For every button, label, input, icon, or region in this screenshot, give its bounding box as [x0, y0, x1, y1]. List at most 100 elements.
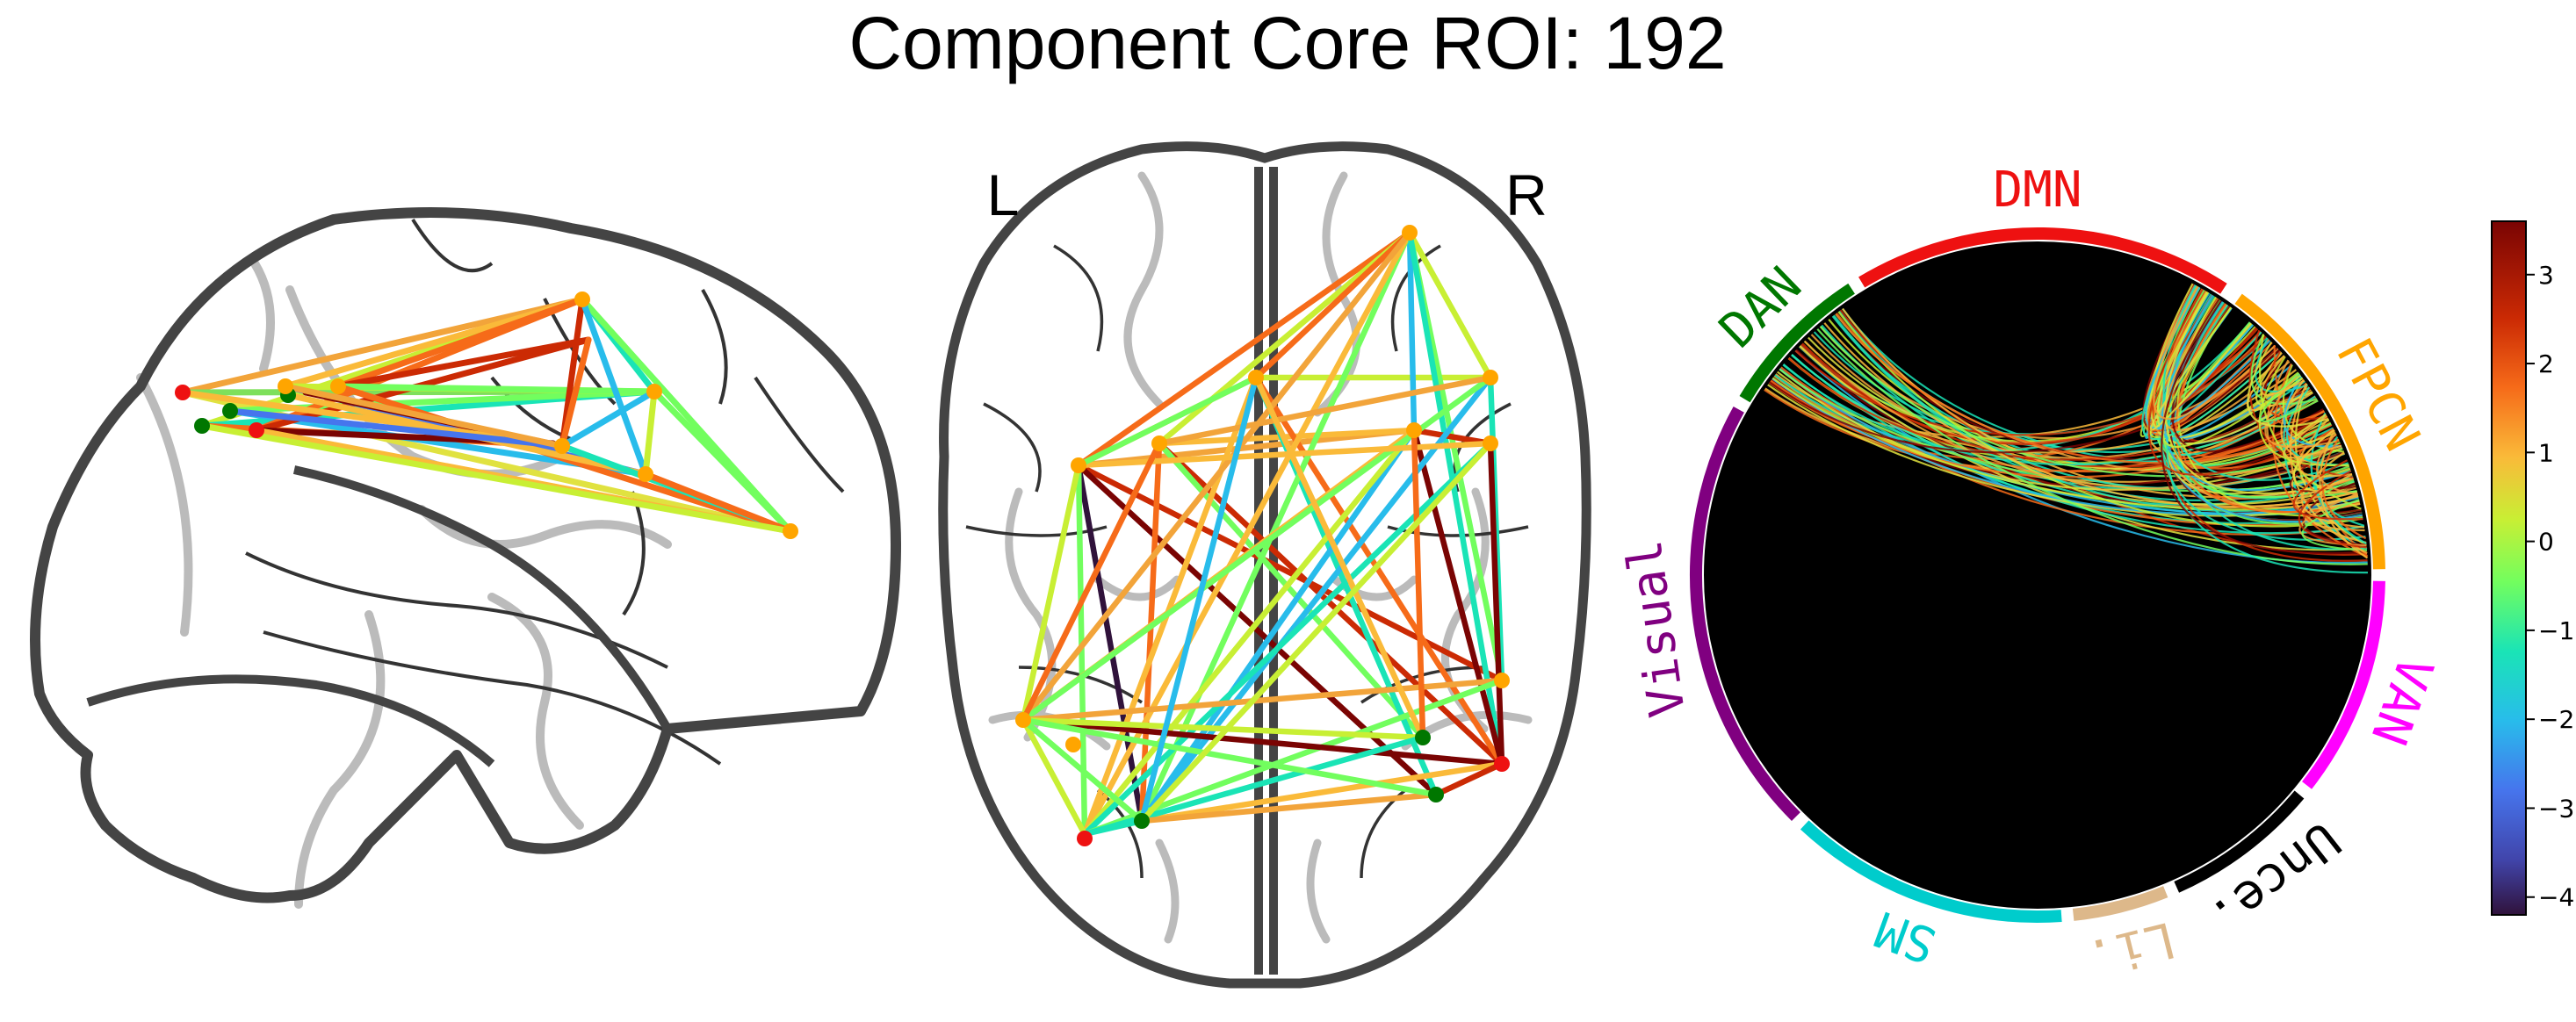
- colorbar: 3 2 1 0 −1 −2 −3 −4: [2491, 220, 2574, 916]
- axial-edges: [1020, 229, 1505, 838]
- connectogram-chord: [2163, 298, 2291, 431]
- network-label-dmn: DMN: [1993, 162, 2082, 219]
- network-arc-unce: [2174, 790, 2305, 893]
- connectogram-chord: [2247, 341, 2329, 428]
- colorbar-tick-label: 0: [2538, 528, 2554, 557]
- connectogram-chord: [2264, 372, 2340, 449]
- node-fpcn: [1406, 422, 1422, 438]
- connectogram-chord: [2292, 459, 2363, 521]
- node-fpcn: [554, 438, 570, 454]
- node-dan: [1415, 730, 1431, 745]
- node-fpcn: [1402, 225, 1418, 241]
- connectogram-chord: [2250, 334, 2318, 406]
- network-arc-dan: [1739, 283, 1855, 403]
- network-arc-van: [2302, 580, 2385, 789]
- network-label-sm: SM: [1868, 900, 1944, 974]
- node-fpcn: [1071, 457, 1086, 473]
- colorbar-tick-label: −4: [2538, 883, 2574, 912]
- connectogram-chord: [1837, 311, 2363, 528]
- connectogram-chords: [1764, 283, 2369, 574]
- connectogram-chord: [2163, 294, 2352, 492]
- connectogram-chord: [1816, 328, 2368, 565]
- colorbar-tick-label: −1: [2538, 616, 2574, 645]
- sagittal-nodes: [175, 291, 798, 539]
- figure-title: Component Core ROI: 192: [848, 2, 1726, 84]
- node-dan: [1134, 813, 1150, 829]
- connectogram-chord: [2255, 337, 2308, 392]
- node-dmn: [249, 422, 264, 438]
- network-arc-visual: [1690, 407, 1800, 822]
- connectogram-chord: [2310, 412, 2367, 545]
- connectogram-chord: [2142, 283, 2278, 433]
- node-dan: [222, 403, 238, 419]
- node-fpcn: [646, 384, 662, 399]
- network-arcs: [1690, 227, 2385, 923]
- connectogram-chord: [2261, 355, 2305, 396]
- connectogram-chord: [1828, 319, 2332, 471]
- connectogram-chord: [1803, 340, 2345, 490]
- connectogram-chord: [2259, 372, 2319, 422]
- node-dan: [194, 418, 210, 434]
- connectogram-chord: [2283, 376, 2342, 448]
- node-fpcn: [1151, 435, 1167, 451]
- connectogram-chord: [2153, 285, 2277, 420]
- connectogram-disc: [1704, 241, 2371, 909]
- connectogram-chord: [2263, 350, 2327, 421]
- colorbar-tick-label: −2: [2538, 705, 2574, 734]
- connectogram-chord: [1836, 313, 2332, 464]
- connectogram-chord: [2321, 438, 2367, 540]
- colorbar-gradient: [2491, 220, 2527, 916]
- network-label-li: Li.: [2081, 910, 2181, 988]
- connectogram-chord: [2149, 306, 2252, 431]
- connectogram-chord: [2161, 299, 2368, 555]
- colorbar-tick-label: 3: [2538, 261, 2554, 290]
- connectogram-chord: [2316, 433, 2358, 496]
- axial-outline: [938, 141, 1591, 989]
- network-arc-fpcn: [2234, 293, 2385, 570]
- axial-brain-view: L R: [938, 141, 1591, 989]
- connectogram-chord: [1819, 326, 2341, 478]
- colorbar-tick-label: 2: [2538, 349, 2554, 378]
- sagittal-sylvian: [292, 465, 672, 731]
- hemisphere-label-left: L: [987, 162, 1020, 227]
- sagittal-cerebellum-line: [86, 674, 495, 767]
- connectogram-chord: [1777, 371, 2341, 491]
- node-fpcn: [1248, 370, 1264, 385]
- node-fpcn: [1065, 737, 1081, 752]
- connectogram-chord: [2164, 291, 2354, 495]
- node-fpcn: [1015, 712, 1031, 728]
- node-dmn: [1077, 831, 1093, 846]
- node-fpcn: [638, 466, 653, 482]
- connectogram-chord: [2162, 284, 2349, 481]
- connectogram-chord: [2283, 414, 2342, 459]
- connectogram-chord: [1794, 335, 2267, 436]
- axial-fine-lines: [965, 244, 1529, 879]
- sagittal-brain-view: [30, 207, 901, 909]
- network-label-dan: DAN: [1709, 256, 1813, 359]
- sagittal-outline: [30, 207, 901, 903]
- node-dmn: [1494, 756, 1510, 772]
- connectogram-chord: [2147, 288, 2335, 476]
- network-arc-li: [2072, 886, 2168, 921]
- node-fpcn: [330, 378, 346, 394]
- node-fpcn: [278, 378, 293, 394]
- network-arc-sm: [1800, 820, 2062, 923]
- node-dan: [1428, 787, 1444, 802]
- connectogram-chord: [2301, 498, 2368, 551]
- network-label-visual: Visual: [1616, 536, 1698, 720]
- node-fpcn: [1494, 673, 1510, 688]
- sagittal-sulci: [136, 259, 672, 909]
- node-fpcn: [1483, 370, 1498, 385]
- network-arc-dmn: [1858, 227, 2227, 294]
- sagittal-edges: [179, 296, 794, 535]
- colorbar-ticks: 3 2 1 0 −1 −2 −3 −4: [2526, 261, 2574, 912]
- node-fpcn: [574, 291, 590, 307]
- colorbar-tick-label: 1: [2538, 438, 2554, 467]
- hemisphere-label-right: R: [1505, 162, 1548, 227]
- node-fpcn: [1483, 435, 1498, 451]
- connectogram-chord: [2298, 428, 2353, 478]
- colorbar-tick-label: −3: [2538, 794, 2574, 823]
- axial-nodes: [1015, 225, 1510, 846]
